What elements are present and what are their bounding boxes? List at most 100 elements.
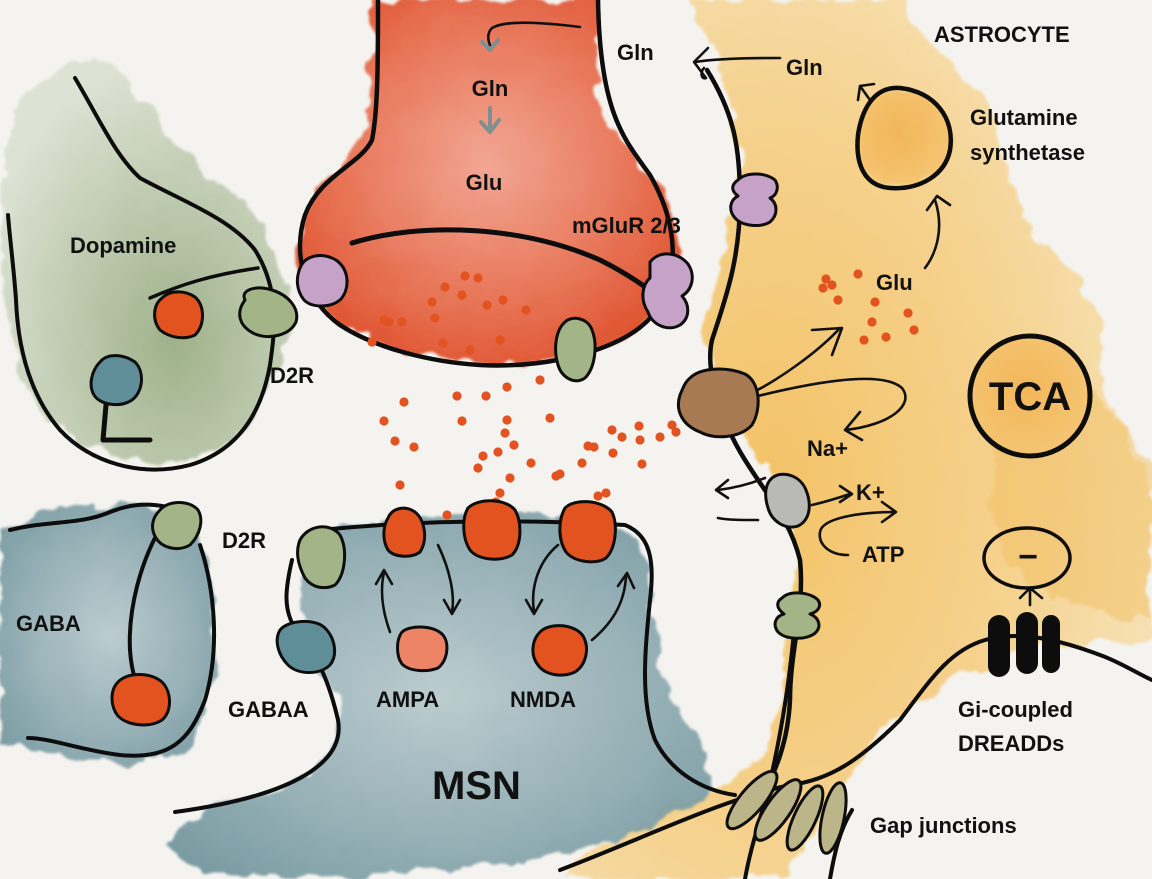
glutamate-dot — [655, 432, 665, 442]
active-zone-line — [349, 227, 663, 301]
glu-to-gs-arrow — [923, 198, 941, 270]
glutamate-dot — [671, 427, 681, 437]
glutamatergic-terminal-wash — [298, 0, 679, 365]
mglur-receptor-presynaptic — [295, 172, 779, 330]
glutamate-dot — [903, 308, 913, 318]
nmda-receptor-membrane-2 — [558, 500, 617, 564]
label-astro-glu: Glu — [876, 270, 913, 295]
glutamate-dot — [881, 332, 891, 342]
nmda-internalization-arrow — [524, 543, 560, 616]
d2r-receptor-gaba — [151, 501, 203, 550]
glutamate-dot — [818, 283, 828, 293]
glutamate-dot — [593, 491, 603, 501]
glutamate-dot — [495, 335, 505, 345]
gi-coupled-dreadd — [988, 612, 1060, 677]
glutamate-dot — [617, 432, 627, 442]
d2r-receptor-dopamine — [238, 286, 299, 338]
dopamine-blue-protein — [89, 354, 153, 443]
glutamate-dot — [607, 425, 617, 435]
glutamate-dot — [495, 488, 505, 498]
glutamate-dot — [509, 440, 519, 450]
glutamate-dot — [535, 375, 545, 385]
glutamate-dot — [390, 436, 400, 446]
label-na: Na+ — [807, 436, 848, 461]
ampa-insertion-arrow — [374, 568, 394, 634]
gaba-membrane — [8, 502, 182, 532]
gaba-orange-protein — [110, 673, 171, 727]
d2r-receptor-msn — [296, 525, 347, 590]
glutamate-dot — [457, 290, 467, 300]
glutamate-dot — [502, 415, 512, 425]
glutamate-dot — [473, 273, 483, 283]
glutamate-dot — [367, 337, 377, 347]
ampa-receptor-reserve — [396, 625, 449, 673]
label-glutamine-synthetase-line1: Glutamine — [970, 105, 1078, 130]
dopamine-terminal-wash — [0, 58, 290, 462]
label-mglur: mGluR 2/3 — [572, 213, 681, 238]
label-presynaptic-gln: Gln — [472, 76, 509, 101]
label-dopamine: Dopamine — [70, 233, 176, 258]
presynaptic-glutamate-membrane — [297, 0, 676, 368]
ampa-receptor-membrane — [382, 506, 427, 558]
na-cotransport-arrow — [740, 377, 907, 442]
glutamate-dot — [473, 463, 483, 473]
receptors — [89, 172, 1060, 855]
glutamate-dot — [909, 325, 919, 335]
astrocyte-green-receptor — [773, 591, 822, 640]
gln-to-glu-arrow-icon — [479, 106, 501, 134]
glutamate-dot — [498, 295, 508, 305]
glutamate-dot — [601, 488, 611, 498]
dreadd-inhibition-sign — [982, 526, 1072, 590]
glutamate-dot — [635, 435, 645, 445]
dopamine-membrane — [6, 76, 277, 472]
glutamate-dot — [427, 297, 437, 307]
glutamate-transporter — [676, 367, 760, 439]
glutamate-dot — [397, 317, 407, 327]
glutamate-dot — [430, 313, 440, 323]
gln-down-arrow-icon — [480, 38, 500, 52]
glutamate-dot — [493, 447, 503, 457]
label-dreadd-line2: DREADDs — [958, 731, 1064, 756]
glutamate-dot — [634, 421, 644, 431]
gln-export-arrowhead-icon — [692, 46, 710, 80]
glutamate-dot — [500, 428, 510, 438]
glutamate-dot — [827, 280, 837, 290]
label-dreadd-line1: Gi-coupled — [958, 697, 1073, 722]
gs-to-gln-arrow-icon — [856, 82, 876, 102]
glutamate-dot — [637, 459, 647, 469]
glutamate-dot — [521, 305, 531, 315]
glutamine-synthetase-organelle — [855, 85, 953, 191]
glutamate-dot — [399, 397, 409, 407]
glutamate-dot — [853, 269, 863, 279]
nmda-insertion-arrow — [590, 571, 636, 642]
glutamate-dot — [409, 442, 419, 452]
label-gap-junctions: Gap junctions — [870, 813, 1017, 838]
glutamate-dot — [505, 473, 515, 483]
label-msn: MSN — [432, 764, 521, 808]
glutamate-dot — [577, 458, 587, 468]
na-out-arrow — [714, 476, 767, 500]
gln-import-arrow — [486, 21, 582, 47]
glutamate-dot — [608, 448, 618, 458]
ampa-internalization-arrow — [436, 543, 462, 616]
atp-arrow — [818, 500, 898, 557]
label-presynaptic-glu: Glu — [466, 170, 503, 195]
glutamate-dot — [502, 382, 512, 392]
glutamate-dot — [555, 469, 565, 479]
label-astro-gln: Gln — [786, 55, 823, 80]
label-gabaa: GABAA — [228, 697, 309, 722]
na-k-atpase-pump — [764, 472, 811, 529]
presynaptic-green-receptor — [554, 316, 597, 383]
glutamate-dots — [367, 269, 919, 520]
label-ampa: AMPA — [376, 687, 439, 712]
nmda-receptor-membrane-1 — [462, 499, 522, 561]
dopamine-orange-protein — [153, 290, 204, 340]
tca-organelle — [967, 333, 1093, 459]
labels: Gln Glu Gln Gln ASTROCYTE Glutamine synt… — [16, 22, 1085, 838]
glutamate-dot — [440, 282, 450, 292]
label-atp: ATP — [862, 542, 904, 567]
glutamate-dot — [482, 300, 492, 310]
glutamate-dot — [481, 391, 491, 401]
glutamate-dot — [379, 315, 389, 325]
